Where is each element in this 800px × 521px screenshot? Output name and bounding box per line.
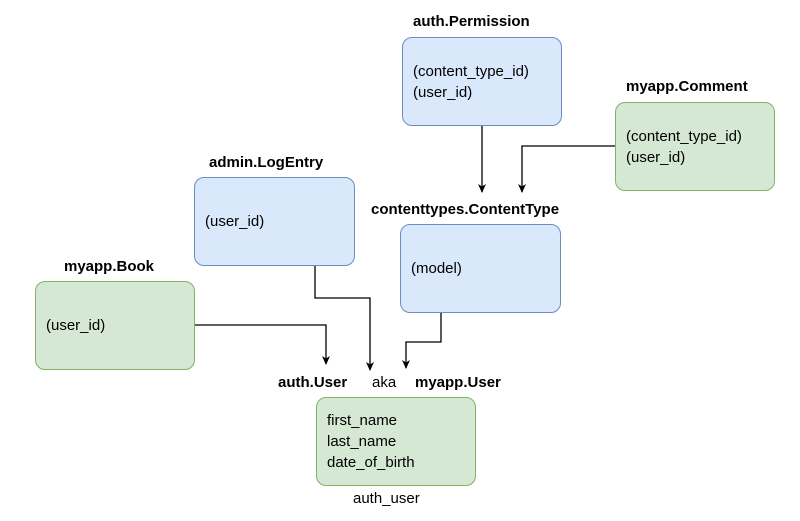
permission-field: (user_id) <box>413 83 473 101</box>
contenttype-node: (model) <box>400 224 561 313</box>
user-field: first_name <box>327 412 398 429</box>
permission-node: (content_type_id) (user_id) <box>402 37 562 126</box>
comment-field: (user_id) <box>626 148 686 166</box>
user-node: first_name last_name date_of_birth <box>316 397 476 486</box>
comment-title: myapp.Comment <box>626 78 748 95</box>
user-title-myapp: myapp.User <box>415 374 501 391</box>
logentry-node: (user_id) <box>194 177 355 266</box>
book-field: (user_id) <box>46 317 106 334</box>
user-title-auth: auth.User <box>278 374 348 391</box>
edge-logentry-to-user <box>314 265 374 371</box>
contenttype-field: (model) <box>411 260 462 277</box>
user-field: last_name <box>327 433 397 450</box>
comment-field: (content_type_id) <box>626 127 742 145</box>
logentry-field: (user_id) <box>205 213 265 230</box>
permission-title: auth.Permission <box>413 13 530 30</box>
permission-field: (content_type_id) <box>413 62 529 80</box>
user-aka-label: aka <box>372 374 397 391</box>
logentry-title: admin.LogEntry <box>209 154 324 171</box>
book-node: (user_id) <box>35 281 195 370</box>
comment-node: (content_type_id) (user_id) <box>615 102 775 191</box>
contenttype-title: contenttypes.ContentType <box>371 201 560 218</box>
book-title: myapp.Book <box>64 258 155 275</box>
user-field: date_of_birth <box>327 454 415 471</box>
edge-book-to-user <box>195 324 330 365</box>
edge-contenttype-to-user <box>402 313 442 369</box>
edge-comment-to-contenttype <box>518 145 615 193</box>
user-table-name: auth_user <box>353 490 420 507</box>
